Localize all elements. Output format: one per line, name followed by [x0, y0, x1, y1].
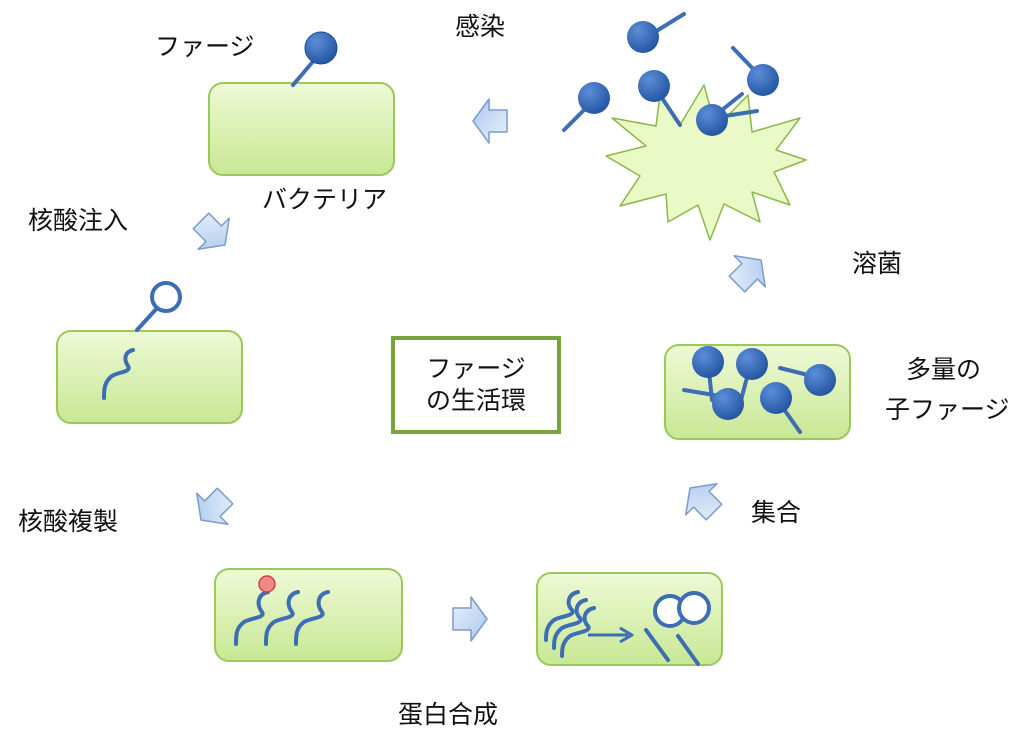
- nucleic-acid-strand-icon: [102, 348, 135, 400]
- injection-arrow: [192, 212, 231, 251]
- label-assembly: 集合: [751, 498, 802, 527]
- label-bacteria: バクテリア: [262, 185, 388, 214]
- label-infection: 感染: [455, 12, 506, 41]
- assembly-arrow: [684, 482, 723, 521]
- phage-attached-icon: [291, 31, 338, 87]
- empty-phage-icon: [135, 281, 182, 332]
- label-many-progeny-line2: 子ファージ: [885, 395, 1010, 424]
- label-phage: ファージ: [155, 32, 255, 61]
- label-lysis: 溶菌: [852, 249, 903, 278]
- label-many-progeny-line1: 多量の: [906, 355, 982, 384]
- infection-arrow: [472, 98, 508, 144]
- lysis-arrow: [728, 254, 767, 293]
- strand-bundle-icon: [544, 590, 596, 658]
- empty-capsids-icon: [653, 591, 711, 628]
- red-marker-icon: [258, 575, 276, 593]
- lysis-burst-shape: [605, 84, 807, 241]
- label-protein-synthesis: 蛋白合成: [398, 700, 499, 729]
- replicated-strands-icon: [234, 590, 330, 646]
- bacteria-cell-stage1: [208, 82, 395, 176]
- label-nucleic-acid-replication: 核酸複製: [18, 507, 119, 536]
- replication-arrow: [195, 487, 234, 526]
- center-title-box: ファージ の生活環: [391, 336, 561, 434]
- center-title-line1: ファージ: [426, 354, 526, 383]
- tail-parts-icon: [644, 628, 700, 666]
- center-title-line2: の生活環: [425, 386, 526, 415]
- progeny-phages-icon: [682, 346, 836, 434]
- protein-synthesis-arrow: [452, 596, 488, 642]
- label-nucleic-acid-injection: 核酸注入: [28, 206, 129, 235]
- synthesis-arrow-icon: [588, 626, 634, 644]
- released-phages-icon: [562, 12, 779, 136]
- bacteria-cell-stage3: [214, 568, 403, 662]
- bacteria-cell-stage2: [56, 330, 243, 424]
